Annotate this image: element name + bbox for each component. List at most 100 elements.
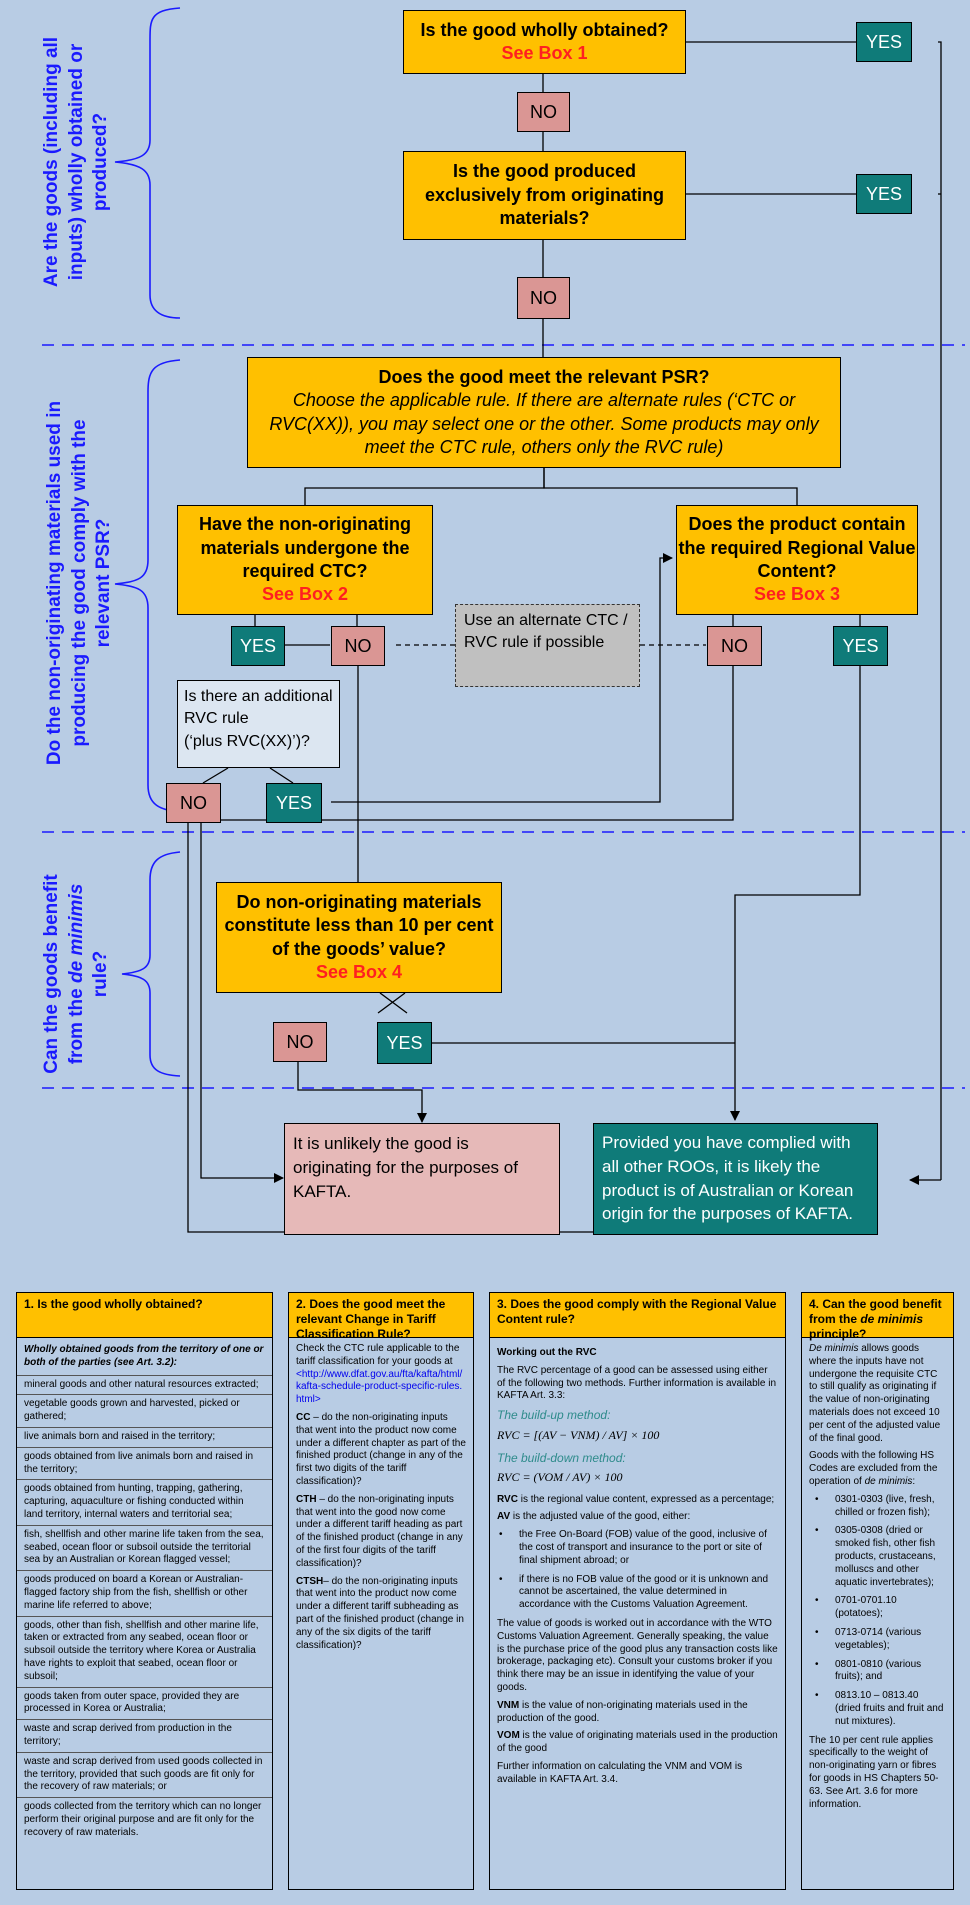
working-rvc-heading: Working out the RVC (497, 1347, 597, 1358)
av-option: the Free On-Board (FOB) value of the goo… (497, 1529, 778, 1567)
box-4-title-part: de minimis (860, 1312, 924, 1326)
box-1-item: waste and scrap derived from used goods … (17, 1753, 272, 1799)
box-4-title: 4. Can the good benefit from the de mini… (802, 1293, 953, 1341)
rvc-box: Does the product contain the required Re… (676, 505, 918, 615)
box-3-intro: The RVC percentage of a good can be asse… (497, 1364, 777, 1402)
psr-box: Does the good meet the relevant PSR? Cho… (247, 357, 841, 468)
box-1-item: mineral goods and other natural resource… (17, 1376, 272, 1396)
produced-exclusively-box: Is the good produced exclusively from or… (403, 151, 686, 240)
excluded-hs-code: 0801-0810 (various fruits); and (813, 1659, 946, 1685)
ctc-question: Have the non-originating materials under… (198, 514, 411, 581)
vom-definition: is the value of originating materials us… (497, 1730, 778, 1755)
cc-term: CC (296, 1411, 311, 1423)
rvc-term: RVC (497, 1493, 518, 1505)
yes-label-ctc: YES (231, 626, 285, 666)
ctsh-term: CTSH (296, 1575, 324, 1587)
excluded-hs-code: 0813.10 – 0813.40 (dried fruits and frui… (813, 1690, 946, 1728)
no-label-ctc: NO (331, 626, 385, 666)
cth-term: CTH (296, 1493, 317, 1505)
vnm-definition: is the value of non-originating material… (497, 1699, 748, 1724)
box-1-item: fish, shellfish and other marine life ta… (17, 1526, 272, 1572)
unlikely-originating-box: It is unlikely the good is originating f… (284, 1123, 560, 1235)
section-label-part: de minimis (65, 883, 87, 983)
produced-exclusively-question: Is the good produced exclusively from or… (424, 161, 665, 229)
psr-question: Does the good meet the relevant PSR? (378, 366, 710, 387)
box-1-item: goods, other than fish, shellfish and ot… (17, 1617, 272, 1688)
see-box-1: See Box 1 (501, 43, 588, 63)
de-minimis-term: De minimis (809, 1343, 859, 1354)
de-minimis-question: Do non-originating materials constitute … (224, 891, 494, 959)
excluded-hs-code: 0701-0701.10 (potatoes); (813, 1595, 946, 1621)
de-minimis-box: Do non-originating materials constitute … (216, 882, 502, 993)
section-bracket-2 (114, 359, 181, 813)
av-option: if there is no FOB value of the good or … (497, 1574, 778, 1612)
section-label-part: from the (65, 982, 87, 1065)
box-2-intro: Check the CTC rule applicable to the tar… (296, 1343, 460, 1367)
wholly-obtained-question: Is the good wholly obtained? (420, 19, 669, 40)
likely-originating-box: Provided you have complied with all othe… (593, 1123, 878, 1235)
box-4-panel: 4. Can the good benefit from the de mini… (801, 1292, 954, 1890)
additional-rvc-question: Is there an additional RVC rule (184, 688, 333, 728)
no-label-de-minimis: NO (273, 1022, 327, 1062)
box-4-title-part: 4. Can the good benefit from the (809, 1297, 942, 1326)
psr-instruction: Choose the applicable rule. If there are… (269, 390, 819, 457)
section-label-part: rule? (90, 950, 112, 998)
box-1-title: 1. Is the good wholly obtained? (17, 1293, 272, 1338)
yes-label-produced: YES (856, 174, 912, 214)
box-1-item: goods collected from the territory which… (24, 1801, 262, 1838)
no-label-wholly: NO (517, 92, 570, 132)
box-1-item: goods obtained from hunting, trapping, g… (17, 1480, 272, 1526)
yes-label-wholly: YES (856, 22, 912, 62)
excluded-intro-colon: : (912, 1475, 916, 1487)
reference-boxes: 1. Is the good wholly obtained? Wholly o… (0, 1275, 970, 1905)
build-down-heading: The build-down method: (497, 1450, 626, 1465)
wholly-obtained-box: Is the good wholly obtained? See Box 1 (403, 10, 686, 74)
section-label-de-minimis: Can the goods benefit from the de minimi… (40, 859, 114, 1089)
vnm-term: VNM (497, 1699, 520, 1711)
build-up-heading: The build-up method: (497, 1408, 611, 1423)
no-label-additional: NO (166, 783, 221, 823)
cth-definition: – do the non-originating inputs that wen… (296, 1493, 463, 1569)
box-4-footer: The 10 per cent rule applies specificall… (809, 1734, 939, 1810)
further-info: Further information on calculating the V… (497, 1760, 743, 1785)
vom-term: VOM (497, 1730, 520, 1742)
box-1-panel: 1. Is the good wholly obtained? Wholly o… (16, 1292, 273, 1890)
box-3-title: 3. Does the good comply with the Regiona… (490, 1293, 785, 1338)
rvc-question: Does the product contain the required Re… (678, 514, 916, 581)
box-1-item: goods taken from outer space, provided t… (17, 1688, 272, 1721)
box-1-item: vegetable goods grown and harvested, pic… (17, 1395, 272, 1428)
see-box-3: See Box 3 (753, 584, 841, 605)
cc-definition: – do the non-originating inputs that wen… (296, 1411, 466, 1487)
see-box-4: See Box 4 (315, 961, 403, 982)
section-bracket-1 (114, 7, 181, 319)
flowchart: Are the goods (including all inputs) who… (0, 0, 970, 1275)
ctsh-definition: – do the non-originating inputs that wen… (296, 1575, 464, 1651)
av-definition: is the adjusted value of the good, eithe… (510, 1511, 691, 1523)
box-1-item: goods obtained from live animals born an… (17, 1448, 272, 1481)
psr-schedule-link[interactable]: <http://www.dfat.gov.au/fta/kafta/html/k… (296, 1368, 463, 1406)
additional-rvc-box: Is there an additional RVC rule (‘plus R… (177, 680, 340, 768)
box-2-panel: 2. Does the good meet the relevant Chang… (288, 1292, 474, 1890)
section-label-wholly-obtained: Are the goods (including all inputs) who… (40, 36, 112, 288)
excluded-intro: Goods with the following HS Codes are ex… (809, 1450, 938, 1487)
yes-label-de-minimis: YES (377, 1022, 432, 1064)
no-label-rvc: NO (707, 626, 762, 666)
av-term: AV (497, 1511, 511, 1523)
excluded-hs-code: 0713-0714 (various vegetables); (813, 1627, 946, 1653)
build-down-formula: RVC = (VOM / AV) × 100 (497, 1470, 623, 1485)
build-up-formula: RVC = [(AV − VNM) / AV] × 100 (497, 1427, 660, 1442)
see-box-2: See Box 2 (261, 584, 349, 605)
alternate-rule-box: Use an alternate CTC / RVC rule if possi… (455, 604, 640, 687)
yes-label-rvc: YES (833, 626, 888, 666)
de-minimis-definition: allows goods where the inputs have not u… (809, 1343, 941, 1444)
box-2-title: 2. Does the good meet the relevant Chang… (289, 1293, 473, 1341)
valuation-note: The value of goods is worked out in acco… (497, 1618, 778, 1693)
box-1-intro: Wholly obtained goods from the territory… (17, 1338, 272, 1376)
excluded-hs-code: 0301-0303 (live, fresh, chilled or froze… (813, 1494, 946, 1520)
rvc-definition: is the regional value content, expressed… (517, 1493, 775, 1505)
section-label-part: Can the goods benefit (40, 874, 62, 1074)
excluded-intro-term: de minimis (864, 1475, 913, 1487)
box-1-item: waste and scrap derived from production … (17, 1720, 272, 1753)
box-1-item: goods produced on board a Korean or Aust… (17, 1571, 272, 1617)
box-3-panel: 3. Does the good comply with the Regiona… (489, 1292, 786, 1890)
